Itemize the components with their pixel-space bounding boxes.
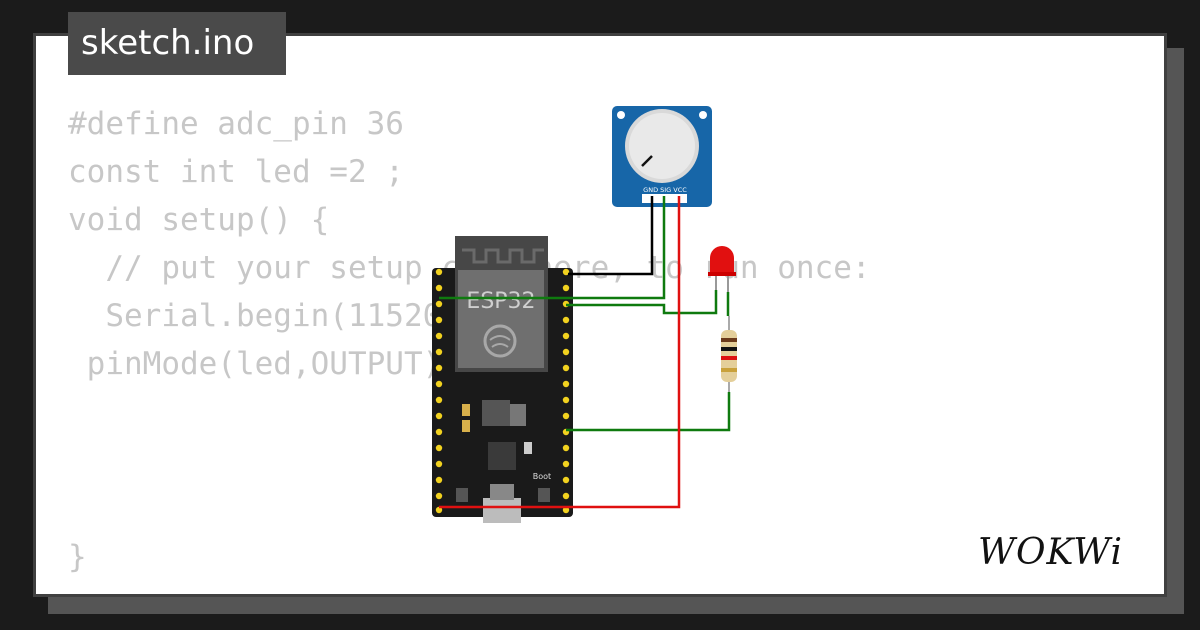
code-line: const int led =2 ; — [68, 154, 404, 190]
potentiometer[interactable]: GND SIG VCC — [612, 106, 712, 207]
wokwi-logo: WOKWi — [978, 532, 1123, 573]
wire-signal-led[interactable] — [566, 290, 718, 315]
code-line: void setup() { — [68, 202, 330, 238]
esp32-board[interactable]: ESP32 Boot — [432, 236, 573, 523]
file-tab[interactable]: sketch.ino — [68, 12, 286, 75]
wire-gnd[interactable] — [568, 196, 654, 276]
esp32-label: ESP32 — [466, 289, 535, 314]
wire-resistor-gpio[interactable] — [566, 392, 731, 432]
led[interactable] — [708, 246, 736, 292]
code-line: pinMode(led,OUTPUT); — [68, 346, 460, 382]
preview-card — [33, 33, 1167, 597]
boot-label: Boot — [533, 472, 551, 481]
file-tab-label: sketch.ino — [81, 23, 255, 63]
logo-text: WOKWi — [978, 532, 1123, 573]
wire-power[interactable] — [439, 196, 681, 509]
code-line: Serial.begin(115200); — [68, 298, 498, 334]
code-line: } — [68, 539, 87, 575]
code-line: #define adc_pin 36 — [68, 106, 404, 142]
resistor[interactable] — [721, 316, 737, 392]
wire-signal-pot[interactable] — [439, 196, 666, 300]
pot-pin-labels: GND SIG VCC — [643, 186, 687, 194]
